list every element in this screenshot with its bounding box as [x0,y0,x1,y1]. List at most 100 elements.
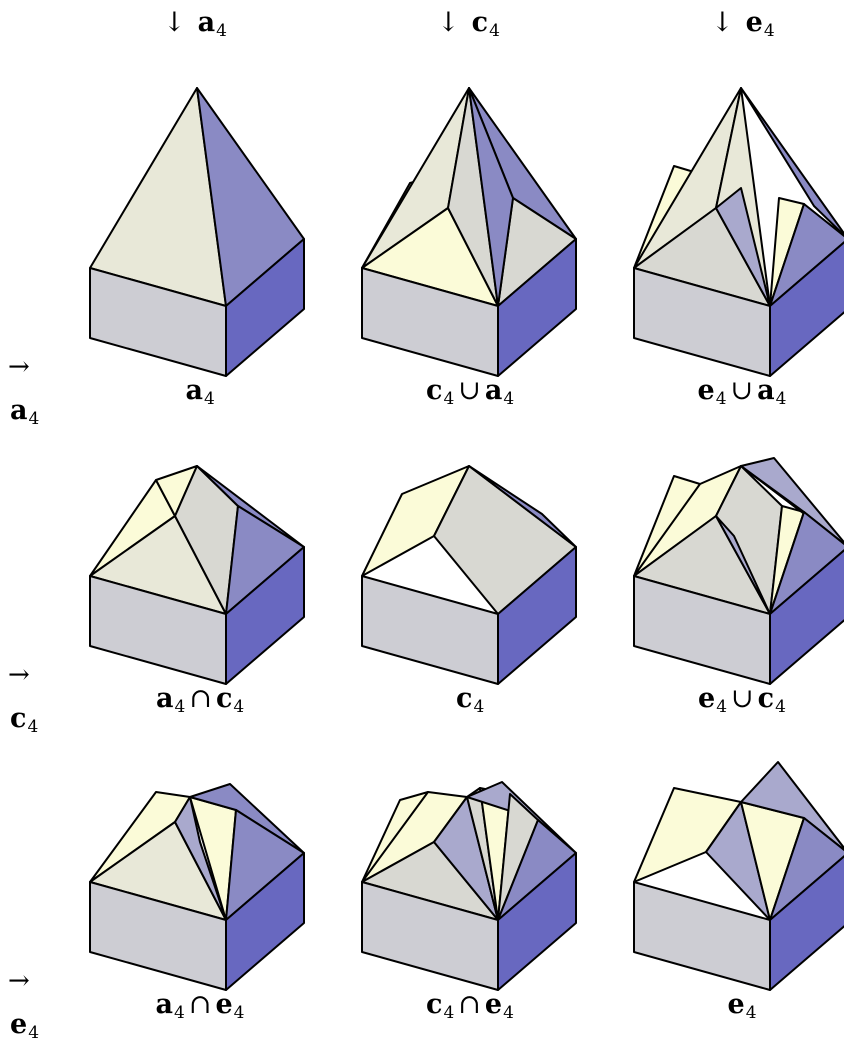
caption-letter: c [426,989,443,1020]
caption-subscript: 4 [174,697,186,717]
right-wall [497,546,577,685]
down-arrow-icon: ↓ [711,7,734,38]
caption-letter: e [697,375,715,406]
row-header-2: c4 [10,704,38,742]
roof-right-face [740,87,844,237]
house-c4-cap-e4 [361,781,577,991]
front-wall [361,575,499,685]
down-arrow-icon: ↓ [163,7,186,38]
house-a4-cap-e4 [89,783,305,991]
right-arrow-icon: → [8,352,30,382]
column-header-letter: c [471,7,489,38]
right-wall [769,855,844,991]
row-header-subscript: 4 [28,1023,40,1043]
right-wall [497,238,577,377]
caption-letter: e [484,989,503,1020]
caption-subscript: 4 [503,1003,514,1023]
caption-subscript: 4 [443,389,455,409]
caption-letter: a [757,375,775,406]
set-operator: ∩ [189,683,212,714]
caption-subscript: 4 [233,697,245,717]
caption-letter: c [757,683,775,714]
row-header-subscript: 4 [28,409,40,429]
caption-e4-union-c4: e4∪c4 [698,684,786,722]
down-arrow-icon: ↓ [437,7,460,38]
caption-subscript: 4 [443,1003,455,1023]
caption-a4-cap-e4: a4∩e4 [156,990,245,1028]
roof-inner-left [174,796,227,921]
caption-letter: c [426,375,443,406]
caption-a4-cap-c4: a4∩c4 [156,684,244,722]
row-header-letter: e [10,1009,28,1040]
caption-subscript: 4 [473,697,485,717]
caption-letter: c [215,683,233,714]
row-arrow-2: → [8,660,30,690]
caption-e4: e4 [728,990,757,1028]
right-arrow-icon: → [8,966,30,996]
house-e4 [633,761,844,991]
roof-right-face [468,465,577,548]
house-e4-union-a4 [633,87,844,377]
caption-subscript: 4 [503,389,515,409]
row-header-letter: c [10,703,27,734]
column-header-3: ↓ e4 [711,8,775,46]
set-operator: ∩ [458,989,481,1020]
column-header-letter: a [197,7,216,38]
caption-c4-cap-e4: c4∩e4 [426,990,514,1028]
caption-subscript: 4 [233,1003,245,1023]
set-operator: ∪ [458,375,481,406]
column-header-subscript: 4 [216,21,227,41]
caption-letter: e [698,683,716,714]
caption-subscript: 4 [204,389,215,409]
caption-letter: e [215,989,233,1020]
caption-subscript: 4 [174,1003,185,1023]
caption-subscript: 4 [716,697,728,717]
caption-c4: c4 [456,684,484,722]
caption-e4-union-a4: e4∪a4 [698,376,787,414]
right-wall [225,852,305,991]
house-a4-cap-c4 [89,465,305,685]
caption-letter: c [456,683,473,714]
caption-letter: a [155,989,174,1020]
roof-inner-left [715,515,771,615]
row-arrow-1: → [8,352,30,382]
caption-letter: a [185,375,204,406]
right-wall [497,852,577,991]
right-wall [769,241,844,377]
caption-c4-union-a4: c4∪a4 [426,376,514,414]
row-header-letter: a [10,395,28,426]
house-c4 [361,465,577,685]
caption-subscript: 4 [775,697,786,717]
column-header-letter: e [745,7,763,38]
caption-subscript: 4 [715,389,727,409]
row-header-1: a4 [10,396,39,434]
column-header-subscript: 4 [763,21,775,41]
set-operator: ∪ [730,375,754,406]
house-e4-union-c4 [633,457,844,685]
caption-letter: a [484,375,503,406]
caption-subscript: 4 [775,389,787,409]
caption-a4: a4 [186,376,215,414]
set-operator: ∩ [188,989,212,1020]
caption-subscript: 4 [745,1003,757,1023]
house-a4 [89,87,305,377]
roof-inner-left [715,187,771,307]
right-wall [225,546,305,685]
roof-back-right-face [740,761,844,852]
column-header-2: ↓ c4 [437,8,500,46]
row-arrow-3: → [8,966,30,996]
house-c4-union-a4 [361,87,577,377]
column-header-subscript: 4 [489,21,500,41]
row-header-3: e4 [10,1010,39,1048]
column-header-1: ↓ a4 [163,8,227,46]
right-wall [769,549,844,685]
caption-letter: a [156,683,174,714]
row-header-subscript: 4 [27,717,39,737]
set-operator: ∪ [731,683,754,714]
right-wall [225,238,305,377]
roof-inner-face [468,87,514,307]
right-arrow-icon: → [8,660,30,690]
caption-letter: e [727,989,745,1020]
